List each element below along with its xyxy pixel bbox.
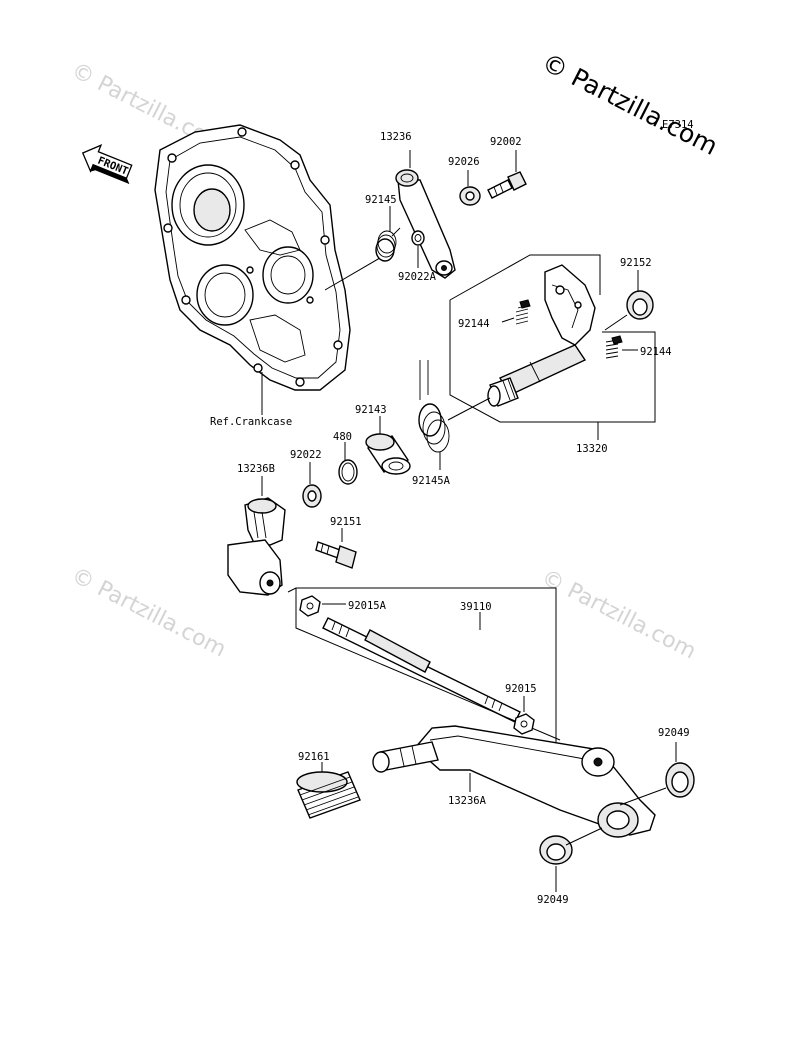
callout-92049-top: 92049 — [658, 727, 690, 739]
oil-seal-92049-right — [665, 762, 695, 798]
bolt-92151 — [315, 541, 357, 569]
watermark-main: © Partzilla.com — [537, 48, 722, 161]
callout-92026: 92026 — [448, 156, 480, 168]
callout-92022A: 92022A — [398, 271, 437, 283]
callout-92144-left: 92144 — [458, 318, 490, 330]
bolt-92002 — [487, 171, 527, 199]
nut-92015 — [513, 713, 535, 735]
callout-92145: 92145 — [365, 194, 397, 206]
callout-92145A: 92145A — [412, 475, 451, 487]
callout-92152: 92152 — [620, 257, 652, 269]
washer-92022 — [302, 484, 322, 508]
nut-92015A — [299, 595, 321, 617]
circlip-480 — [338, 459, 358, 485]
svg-text:© Partzilla.com: © Partzilla.com — [537, 48, 722, 161]
shift-arm-13236 — [395, 169, 456, 279]
shift-shaft-assembly — [487, 264, 596, 407]
return-spring-92145A — [418, 360, 491, 453]
diagram-code: E7314 — [662, 119, 694, 131]
spring-92145 — [375, 227, 401, 262]
spring-92144-right — [605, 335, 623, 359]
callout-92015A: 92015A — [348, 600, 387, 612]
callout-13236: 13236 — [380, 131, 412, 143]
callout-92049-bottom: 92049 — [537, 894, 569, 906]
callout-480: 480 — [333, 431, 352, 443]
callout-92002: 92002 — [490, 136, 522, 148]
shift-arm-13236B — [227, 497, 286, 596]
washer-92026 — [459, 186, 481, 206]
callout-13320: 13320 — [576, 443, 608, 455]
collar-92143 — [365, 433, 411, 475]
svg-text:© Partzilla.com: © Partzilla.com — [67, 563, 230, 662]
crankcase-cover — [154, 124, 351, 391]
callout-92144-right: 92144 — [640, 346, 672, 358]
callout-39110: 39110 — [460, 601, 492, 613]
callout-13236B: 13236B — [237, 463, 275, 475]
callout-92161: 92161 — [298, 751, 330, 763]
callout-92015: 92015 — [505, 683, 537, 695]
spring-92144-left — [515, 299, 531, 325]
pedal-rubber-92161 — [296, 771, 361, 819]
callout-92022: 92022 — [290, 449, 322, 461]
front-arrow-icon: FRONT — [81, 144, 133, 185]
washer-92022A — [411, 230, 425, 246]
ref-crankcase-label: Ref.Crankcase — [210, 416, 292, 428]
watermark-faint-right: © Partzilla.com — [537, 565, 700, 664]
callout-92143: 92143 — [355, 404, 387, 416]
watermark-faint-left: © Partzilla.com — [67, 563, 230, 662]
shift-pedal-13236A — [372, 725, 656, 838]
tie-rod-39110 — [322, 617, 521, 723]
svg-text:© Partzilla.com: © Partzilla.com — [537, 565, 700, 664]
callout-92151: 92151 — [330, 516, 362, 528]
oil-seal-92049-bottom — [539, 835, 573, 865]
oil-seal-92152 — [626, 290, 654, 320]
callout-13236A: 13236A — [448, 795, 487, 807]
